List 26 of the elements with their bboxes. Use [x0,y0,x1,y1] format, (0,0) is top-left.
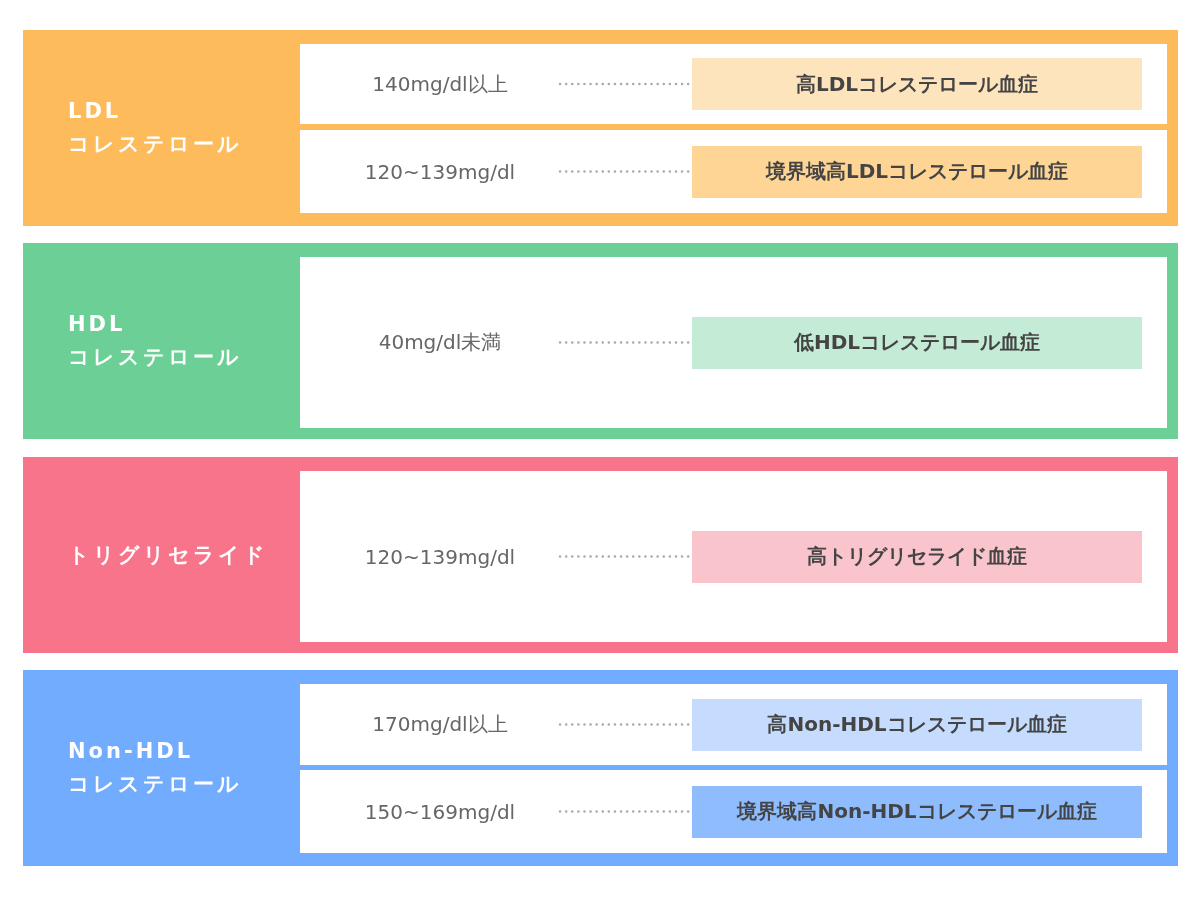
threshold-text: 120~139mg/dl [320,151,560,192]
diagnosis-box: 高LDLコレステロール血症 [692,58,1142,110]
row-panel [300,770,1167,853]
diagnosis-box: 高トリグリセライド血症 [692,530,1142,583]
row-panel [300,130,1167,213]
category-band [23,457,1178,653]
category-label: Non-HDL コレステロール [68,738,243,798]
diagnosis-box: 境界域高LDLコレステロール血症 [692,145,1142,198]
category-band [23,30,1178,226]
category-band [23,670,1178,866]
diagnosis-box: 高Non-HDLコレステロール血症 [692,698,1142,751]
row-panel [300,257,1167,428]
threshold-text: 170mg/dl以上 [320,704,560,745]
threshold-text: 140mg/dl以上 [320,64,560,104]
diagnosis-box: 低HDLコレステロール血症 [692,316,1142,369]
category-label: LDL コレステロール [68,98,243,158]
diagnosis-box: 境界域高Non-HDLコレステロール血症 [692,785,1142,838]
row-panel [300,471,1167,642]
category-label: トリグリセライド [68,541,269,569]
threshold-text: 40mg/dl未満 [320,322,560,363]
category-band [23,243,1178,439]
row-panel [300,44,1167,124]
threshold-text: 150~169mg/dl [320,791,560,832]
threshold-text: 120~139mg/dl [320,536,560,577]
category-label: HDL コレステロール [68,311,243,371]
row-panel [300,684,1167,765]
